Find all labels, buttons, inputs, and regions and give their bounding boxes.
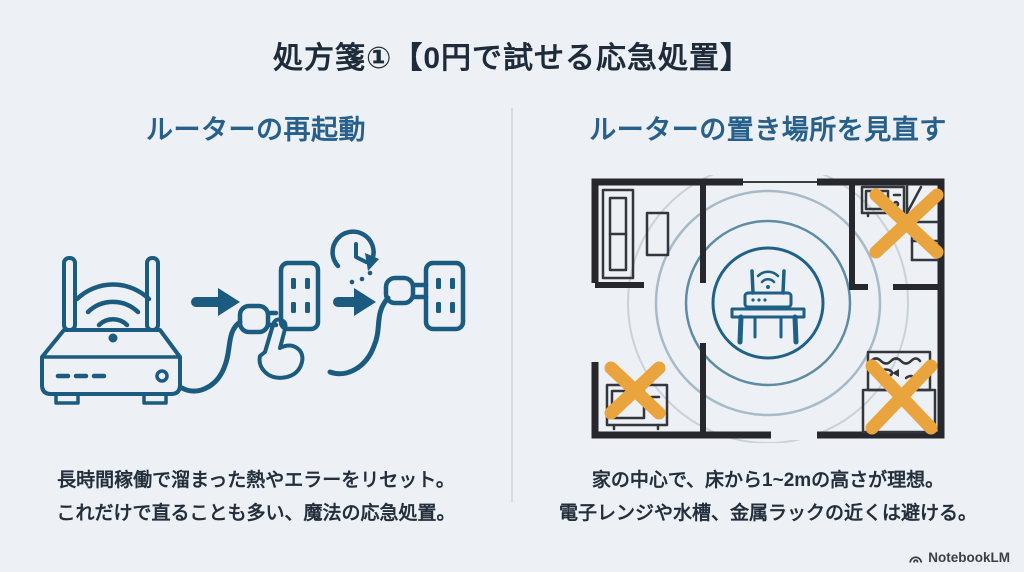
router-restart-illustration [40,229,466,405]
notebooklm-logo-icon [909,556,923,563]
left-caption-line-1: 長時間稼働で溜まった熱やエラーをリセット。 [57,470,455,491]
plug-back-in-scene [327,260,466,377]
sofa-icon [601,188,635,280]
side-table-icon [645,211,670,257]
right-caption-line-2: 電子レンジや水槽、金属ラックの近くは避ける。 [558,503,977,524]
page-title: 処方箋①【0円で試せる応急処置】 [272,42,752,75]
brand-name: NotebookLM [928,550,1010,565]
door-leaf [905,183,923,215]
fish-tail [892,369,899,377]
wifi-ring-inner-badge [711,246,825,360]
left-panel-heading: ルーターの再起動 [146,115,366,145]
left-caption-line-2: これだけで直ることも多い、魔法の応急処置。 [56,503,456,524]
right-caption: 家の中心で、床から1~2mの高さが理想。 電子レンジや水槽、金属ラックの近くは避… [512,464,1024,530]
power-outlet-icon [423,260,466,332]
x-mark-bottom-right [865,359,938,435]
wifi-rings [627,175,909,443]
pointing-hand-icon [257,317,305,380]
router-on-table-icon [730,269,806,345]
right-panel-router-placement: ルーターの置き場所を見直す [512,0,1024,572]
power-outlet-icon [278,260,321,332]
floorplan-walls [590,177,945,440]
power-plug-icon [179,303,279,394]
unplug-scene [179,260,321,394]
arrow-right-icon [191,288,240,316]
arrow-right-icon [333,288,376,316]
left-caption: 長時間稼働で溜まった熱やエラーをリセット。 これだけで直ることも多い、魔法の応急… [0,464,512,530]
right-panel-heading: ルーターの置き場所を見直す [589,115,947,145]
left-panel-router-restart: ルーターの再起動 [0,115,512,530]
x-mark-top-right [869,188,944,259]
floorplan-illustration [590,175,945,443]
wifi-router-icon [40,256,182,405]
right-caption-line-1: 家の中心で、床から1~2mの高さが理想。 [591,470,945,491]
wifi-signal-icon [74,282,152,343]
wait-clock-icon [330,229,379,285]
power-plug-inserted-icon [327,275,429,377]
panel-divider [511,108,513,502]
x-mark-bottom-left [604,361,666,420]
brand-footer: NotebookLM [908,550,1010,565]
